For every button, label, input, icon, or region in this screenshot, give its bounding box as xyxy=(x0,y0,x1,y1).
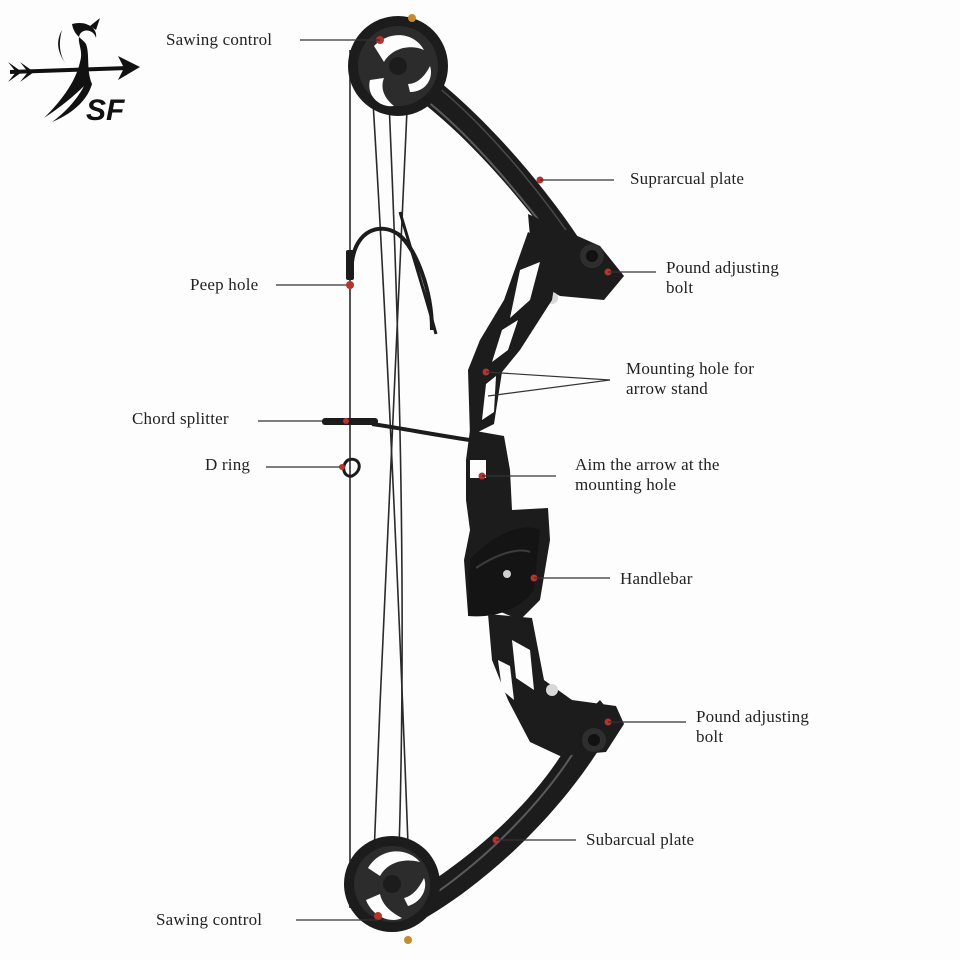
control-cable-3 xyxy=(387,79,403,881)
label-text-line-2: bolt xyxy=(696,727,724,746)
label-handlebar: Handlebar xyxy=(620,569,693,589)
bottom-cam-wheel-icon xyxy=(344,836,440,944)
label-text: Chord splitter xyxy=(132,409,229,428)
limb-bolt-bottom xyxy=(546,684,558,696)
label-text-line-1: Mounting hole for xyxy=(626,359,755,378)
label-text: Peep hole xyxy=(190,275,259,294)
label-text: Subarcual plate xyxy=(586,830,695,849)
label-suprarcual-plate: Suprarcual plate xyxy=(630,169,744,189)
leader-mounting-hole-a xyxy=(485,371,611,381)
label-mounting-hole: Mounting hole for arrow stand xyxy=(626,359,754,399)
arrow-rest-wire xyxy=(371,422,471,442)
label-sawing-control-bottom: Sawing control xyxy=(156,910,262,930)
label-text: Handlebar xyxy=(620,569,693,588)
arrow-archer-logo-icon xyxy=(8,18,140,123)
logo-text: SF xyxy=(86,94,125,127)
label-text-line-1: Pound adjusting xyxy=(666,258,780,277)
label-text-line-2: arrow stand xyxy=(626,379,708,398)
label-pound-adjusting-bolt-top: Pound adjusting bolt xyxy=(666,258,779,298)
cable-slide xyxy=(350,211,438,335)
label-text-line-1: Aim the arrow at the xyxy=(575,455,720,474)
leader-mounting-hole-b xyxy=(487,379,611,397)
label-text: Suprarcual plate xyxy=(630,169,745,188)
label-text: Sawing control xyxy=(156,910,263,929)
label-aim-arrow: Aim the arrow at the mounting hole xyxy=(575,455,720,495)
peep-sight-icon xyxy=(346,250,354,289)
top-cam-wheel-icon xyxy=(348,14,448,116)
label-text: Sawing control xyxy=(166,30,273,49)
label-text-line-1: Pound adjusting xyxy=(696,707,810,726)
label-sawing-control-top: Sawing control xyxy=(166,30,272,50)
label-subarcual-plate: Subarcual plate xyxy=(586,830,694,850)
label-text-line-2: mounting hole xyxy=(575,475,677,494)
d-ring-icon xyxy=(339,457,361,478)
label-text-line-2: bolt xyxy=(666,278,694,297)
chord-splitter-hardware xyxy=(322,418,378,425)
control-cable-1 xyxy=(369,53,411,901)
label-peep-hole: Peep hole xyxy=(190,275,258,295)
label-chord-splitter: Chord splitter xyxy=(132,409,229,429)
bow-strings xyxy=(349,43,411,908)
label-d-ring: D ring xyxy=(205,455,250,475)
leader-lines xyxy=(258,39,686,921)
label-text: D ring xyxy=(205,455,251,474)
bow-riser xyxy=(464,214,624,756)
label-pound-adjusting-bolt-bottom: Pound adjusting bolt xyxy=(696,707,809,747)
